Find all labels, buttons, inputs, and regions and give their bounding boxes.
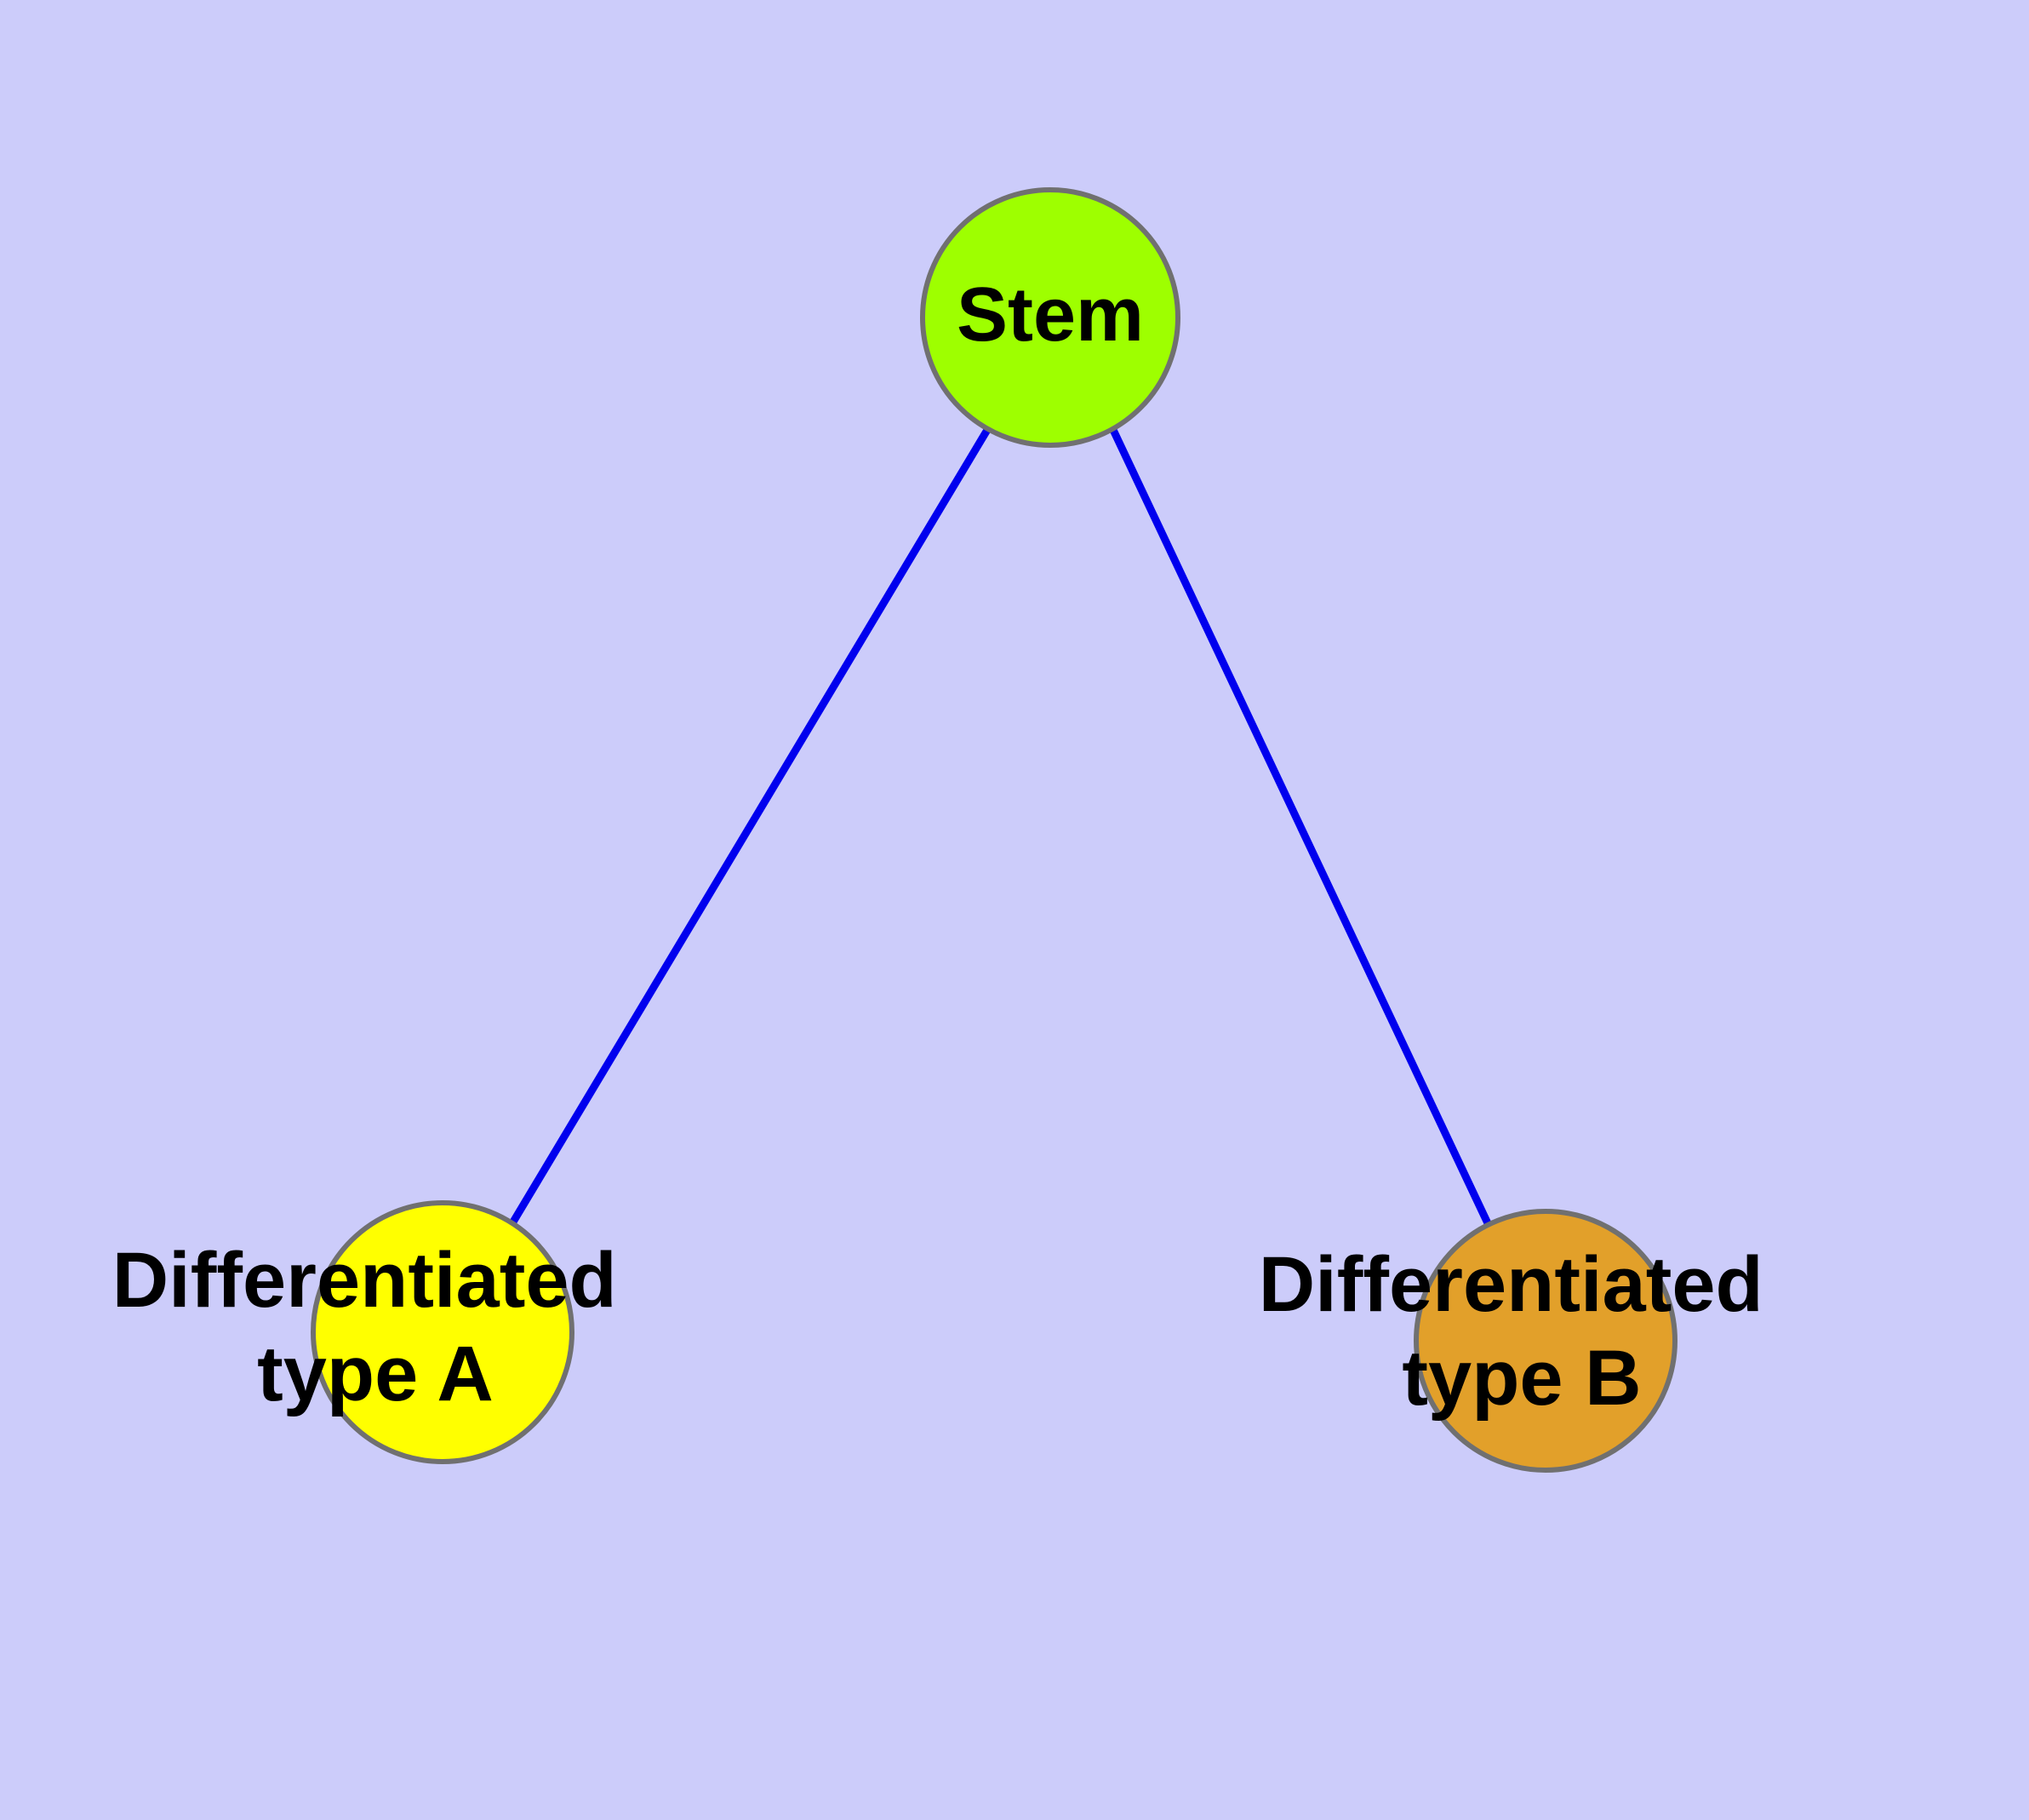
- edge-stem-to-differentiated-type-a[interactable]: [509, 427, 991, 1226]
- edge-stem-to-differentiated-type-b[interactable]: [1109, 428, 1492, 1225]
- node-labels-group: Stem Differentiated type A Differentiate…: [112, 272, 1786, 1422]
- node-label-stem-line-1: Stem: [957, 272, 1144, 358]
- node-label-differentiated-type-b-line-1: Differentiated: [1259, 1241, 1763, 1328]
- node-differentiated-type-a[interactable]: [311, 1200, 574, 1464]
- node-differentiated-type-b[interactable]: [1414, 1209, 1677, 1473]
- node-label-differentiated-type-a-line-1: Differentiated: [112, 1237, 617, 1324]
- node-label-differentiated-type-a: Differentiated type A: [112, 1237, 639, 1417]
- node-label-differentiated-type-a-line-2: type A: [257, 1331, 494, 1417]
- edges-group: [509, 427, 1492, 1226]
- node-label-differentiated-type-b-line-2: type B: [1402, 1335, 1641, 1422]
- node-label-differentiated-type-b: Differentiated type B: [1259, 1241, 1786, 1422]
- nodes-group: [311, 187, 1677, 1473]
- node-label-stem: Stem: [957, 272, 1144, 358]
- node-stem[interactable]: [920, 187, 1180, 448]
